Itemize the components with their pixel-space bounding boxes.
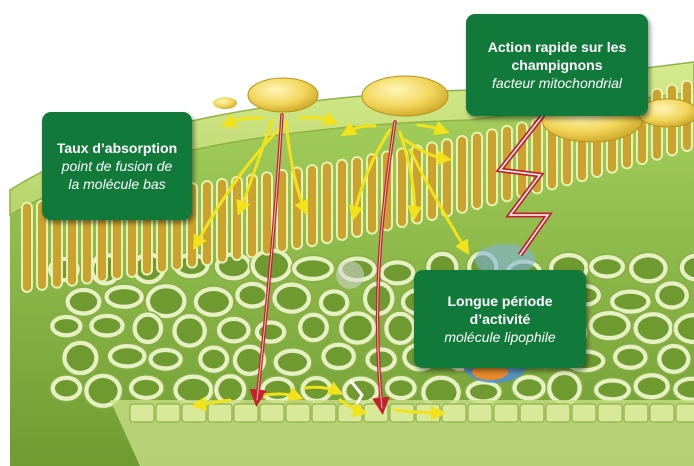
epidermis-cell [260,404,284,422]
epidermis-cell [494,404,518,422]
palisade-cell [487,129,497,205]
callout-fungi-title-1: Action rapide sur les [466,38,648,56]
spongy-cell [197,345,229,374]
spongy-cell [132,312,164,345]
spongy-cell [254,320,287,345]
spongy-cell [234,281,270,309]
spongy-cell [216,316,251,344]
palisade-cell [352,157,362,237]
callout-absorption-title: Taux d’absorption [42,139,192,157]
palisade-cell [292,167,302,249]
palisade-cell [367,154,377,233]
epidermis-cell [312,404,336,422]
callout-absorption-subtitle-1: point de fusion de [42,157,192,175]
spongy-cell [50,375,83,402]
epidermis-cell [572,404,596,422]
spongy-cell [512,374,547,401]
spongy-cell [62,340,100,376]
callout-absorption-subtitle-2: la molécule bas [42,175,192,193]
callout-activity-title-2: d’activité [414,310,586,328]
epidermis-cell [182,404,206,422]
epidermis-cell [364,404,388,422]
spongy-cell [588,254,625,279]
palisade-cell [22,203,32,292]
spongy-cell [338,311,376,346]
palisade-cell [307,165,317,246]
spongy-cell [384,311,417,346]
callout-fungi: Action rapide sur les champignons facteu… [466,14,648,116]
spongy-cell [148,347,184,371]
callout-activity-title-1: Longue période [414,292,586,310]
palisade-cell [472,133,482,209]
spongy-cell [128,375,164,401]
callout-absorption: Taux d’absorption point de fusion de la … [42,112,192,220]
epidermis-cell [156,404,180,422]
watermark-circle [336,261,364,289]
spongy-cell [365,347,398,373]
epidermis-cell [676,404,694,422]
spongy-cell [49,314,83,338]
spongy-cell [291,255,334,281]
spongy-cell [321,342,357,371]
epidermis-cell [624,404,648,422]
spongy-cell [297,312,329,343]
palisade-cell [397,148,407,227]
spongy-cell [656,343,691,375]
spongy-cell [612,344,648,371]
spongy-cell [318,288,350,316]
epidermis-cell [650,404,674,422]
spongy-cell [628,252,668,284]
spongy-cell [272,282,312,315]
epidermis-cell [130,404,154,422]
epidermis-cell [442,404,466,422]
spongy-cell [633,372,671,400]
palisade-cell [232,177,242,260]
palisade-cell [322,162,332,243]
spongy-cell [172,313,208,348]
spongy-cell [588,310,632,341]
spongy-cell [89,313,126,338]
palisade-cell [457,136,467,213]
epidermis-cell [520,404,544,422]
spongy-cell [633,311,674,344]
callout-activity-subtitle: molécule lipophile [414,328,586,346]
spongy-cell [65,287,102,316]
spongy-cell [593,378,631,403]
spongy-cell [654,280,689,310]
spongy-cell [260,376,296,404]
callout-fungi-title-2: champignons [466,56,648,74]
spongy-cell [104,284,145,310]
callout-activity: Longue période d’activité molécule lipop… [414,270,586,368]
epidermis-cell [208,404,232,422]
spongy-cell [273,348,312,377]
epidermis-cell [546,404,570,422]
palisade-cell [217,179,227,263]
spongy-cell [107,343,147,369]
epidermis-cell [598,404,622,422]
palisade-cell [337,160,347,240]
palisade-cell [442,139,452,216]
epidermis-cell [286,404,310,422]
epidermis-cell [234,404,258,422]
epidermis-cell [468,404,492,422]
palisade-cell [262,172,272,254]
spongy-cell [384,375,417,401]
callout-fungi-subtitle: facteur mitochondrial [466,74,648,92]
spongy-cell [193,286,234,318]
